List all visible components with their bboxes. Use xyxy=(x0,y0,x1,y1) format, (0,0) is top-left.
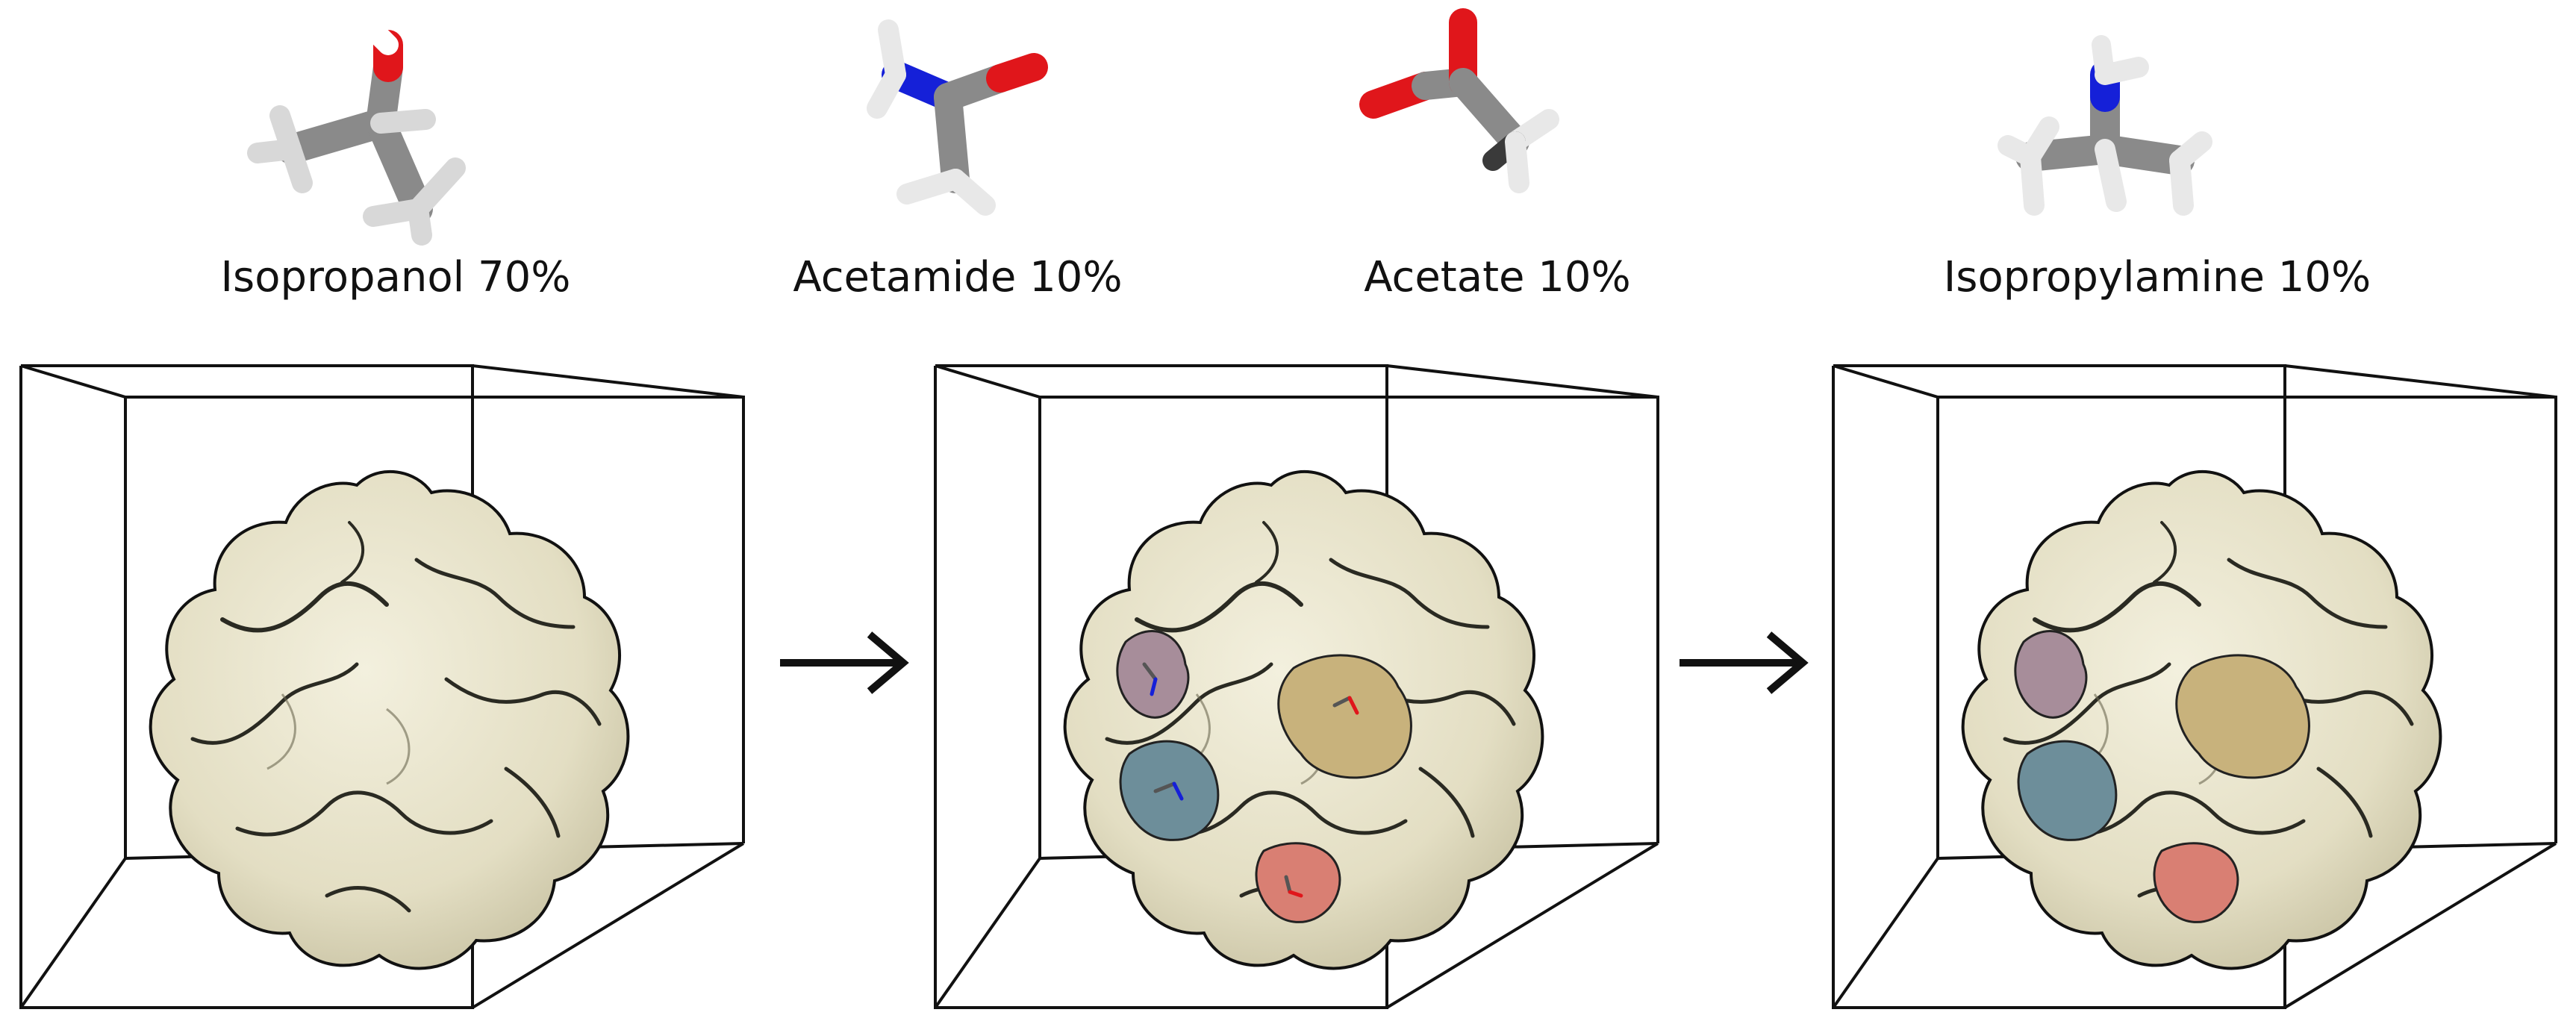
hotspot-blue xyxy=(2017,740,2118,841)
protein-surface xyxy=(1065,472,1543,969)
isopropanol-label: Isopropanol 70% xyxy=(221,253,571,302)
hotspot-red xyxy=(1255,842,1341,923)
isopropylamine-label: Isopropylamine 10% xyxy=(1944,253,2371,302)
hotspot-red xyxy=(2153,842,2239,923)
acetamide-molecule xyxy=(867,19,1048,216)
acetate-molecule xyxy=(1359,8,1559,193)
hotspot-blue xyxy=(1119,740,1220,841)
hotspot-purple xyxy=(2014,630,2088,719)
isopropanol-molecule xyxy=(247,16,466,246)
protein-with-probe-hotspots xyxy=(934,364,1659,1009)
probe-fragments xyxy=(1142,662,1359,898)
molecule-row: Isopropanol 70% Acetamide 10% Acetate 10… xyxy=(221,8,2371,302)
acetate-label: Acetate 10% xyxy=(1364,253,1631,302)
protein-surface xyxy=(1963,472,2441,969)
isopropylamine-molecule xyxy=(1998,35,2212,216)
hotspot-yellow xyxy=(2175,654,2310,779)
protein-in-solvent-box xyxy=(19,364,745,1009)
protein-with-consensus-hotspots xyxy=(1832,364,2557,1009)
acetamide-label: Acetamide 10% xyxy=(793,253,1122,302)
arrow-right-icon xyxy=(1680,631,1809,694)
hotspot-yellow xyxy=(1277,654,1412,779)
protein-surface xyxy=(151,472,629,969)
arrow-right-icon xyxy=(780,631,909,694)
